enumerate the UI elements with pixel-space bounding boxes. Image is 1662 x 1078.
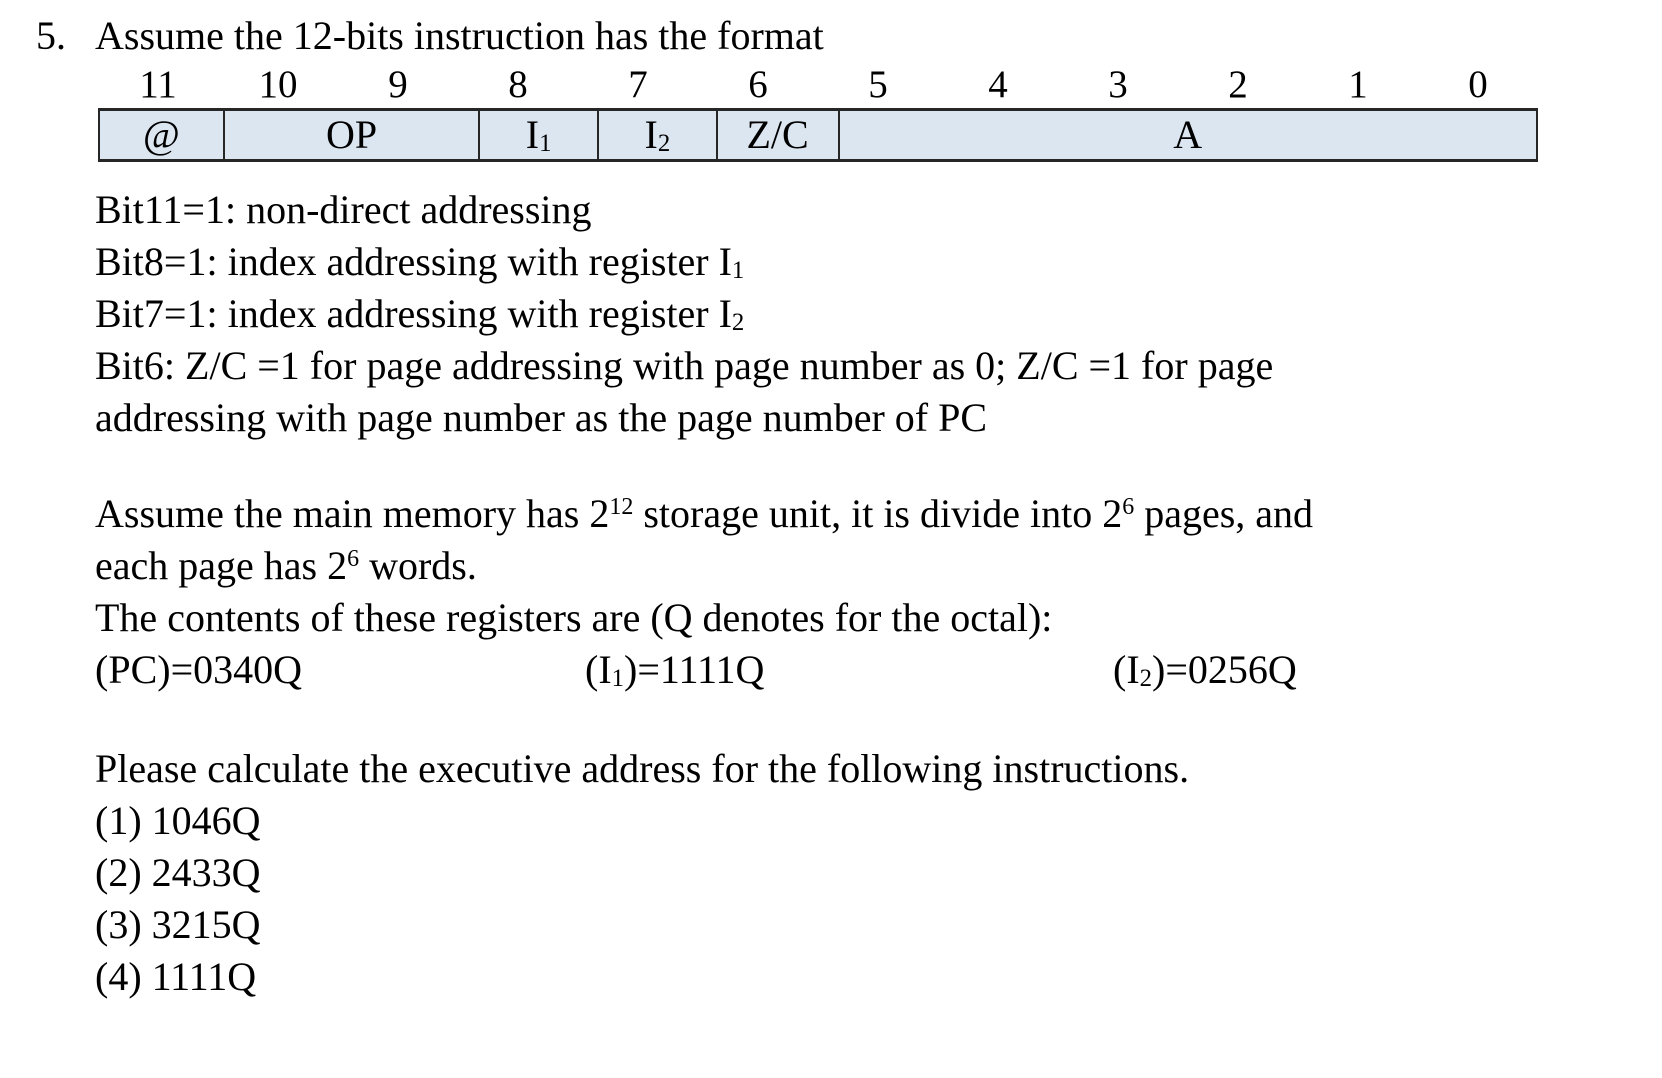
field-at: @ [100, 111, 225, 159]
field-op: OP [224, 111, 481, 159]
bit-index-label: 5 [868, 63, 888, 106]
bit-index-label: 0 [1468, 63, 1488, 106]
bit-index-label: 3 [1108, 63, 1128, 106]
field-i1: I1 [480, 111, 599, 159]
bit-index-label: 6 [748, 63, 768, 106]
task-prompt: Please calculate the executive address f… [95, 746, 1190, 791]
pc-value: (PC)=0340Q [95, 647, 303, 692]
bit-index-label: 7 [628, 63, 648, 106]
bit8-note: Bit8=1: index addressing with register I… [95, 239, 745, 285]
bit-index-label: 1 [1348, 63, 1368, 106]
bit6-note-line2: addressing with page number as the page … [95, 395, 988, 440]
format-fields-row: @ OP I1 I2 Z/C A [98, 108, 1538, 162]
bit11-note: Bit11=1: non-direct addressing [95, 187, 592, 232]
registers-row: (PC)=0340Q (I1)=1111Q (I2)=0256Q [95, 644, 1662, 696]
registers-intro: The contents of these registers are (Q d… [95, 595, 1053, 640]
bit-index-row: 11 10 9 8 7 6 5 4 3 2 1 0 [98, 62, 1538, 108]
question-document: 5. Assume the 12-bits instruction has th… [36, 10, 1662, 1003]
memory-line2: each page has 26 words. [95, 543, 477, 588]
question-text: Assume the 12-bits instruction has the f… [95, 13, 824, 58]
instruction-item-4: (4) 1111Q [95, 954, 257, 999]
bit-index-label: 10 [258, 63, 298, 106]
i2-value: (I2)=0256Q [1113, 647, 1297, 693]
memory-paragraph: Assume the main memory has 212 storage u… [95, 488, 1662, 696]
bit-index-label: 8 [508, 63, 528, 106]
instruction-item-2: (2) 2433Q [95, 850, 261, 895]
question-number: 5. [36, 13, 66, 58]
bit-index-label: 9 [388, 63, 408, 106]
bit6-note-line1: Bit6: Z/C =1 for page addressing with pa… [95, 343, 1274, 388]
bit-description-paragraph: Bit11=1: non-direct addressing Bit8=1: i… [95, 184, 1662, 444]
field-zc: Z/C [717, 111, 840, 159]
field-a: A [839, 111, 1536, 159]
task-paragraph: Please calculate the executive address f… [95, 743, 1662, 1003]
i1-value: (I1)=1111Q [585, 647, 765, 693]
memory-line1: Assume the main memory has 212 storage u… [95, 491, 1314, 536]
instruction-format-table: 11 10 9 8 7 6 5 4 3 2 1 0 @ OP I1 I2 Z/C… [98, 62, 1538, 162]
bit-index-label: 4 [988, 63, 1008, 106]
question-title-line: 5. Assume the 12-bits instruction has th… [36, 10, 1662, 62]
field-i2: I2 [598, 111, 718, 159]
instruction-item-3: (3) 3215Q [95, 902, 261, 947]
bit-index-label: 11 [139, 63, 177, 106]
bit7-note: Bit7=1: index addressing with register I… [95, 291, 745, 337]
bit-index-label: 2 [1228, 63, 1248, 106]
instruction-item-1: (1) 1046Q [95, 798, 261, 843]
